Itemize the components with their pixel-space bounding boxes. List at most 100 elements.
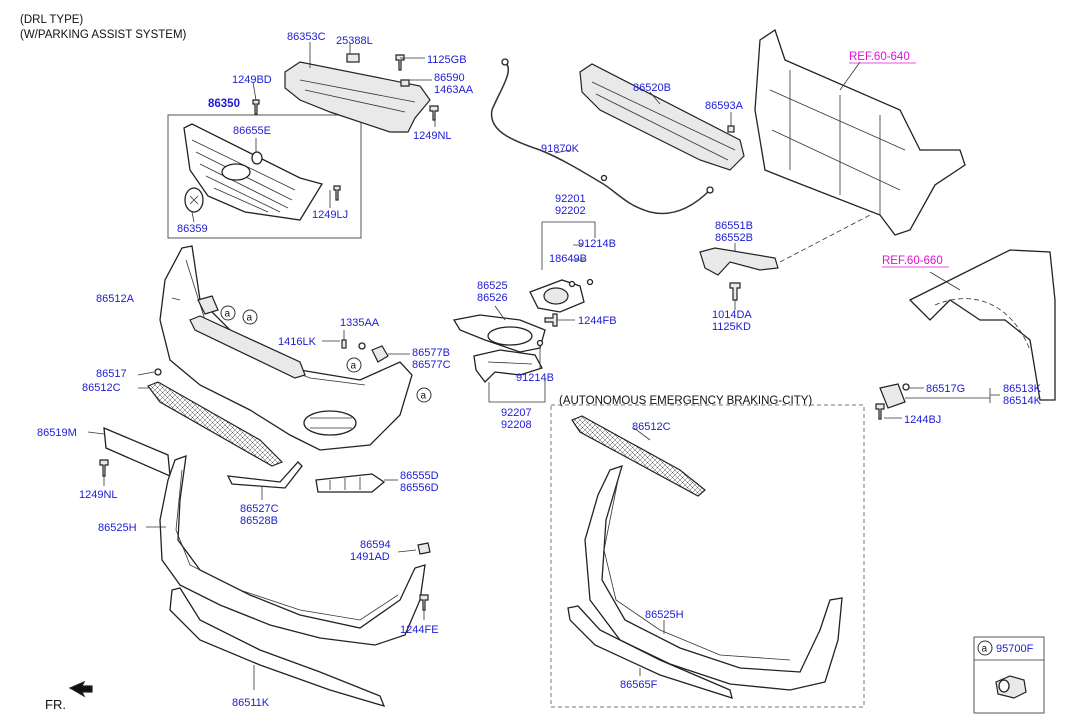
label-1249nl-bot: 1249NL xyxy=(79,489,118,501)
upper-right-components: 91870K 86520B 86593A REF.60-640 86551B 8… xyxy=(490,28,1056,426)
label-86512c-aeb: 86512C xyxy=(632,421,671,433)
lower-bumper-inner-line xyxy=(175,469,399,621)
leader-ref660 xyxy=(929,271,961,291)
drl-lens-line xyxy=(487,361,533,365)
screw-91214b-top xyxy=(586,278,594,286)
label-86517: 86517 xyxy=(96,368,127,380)
aeb-bumper-inner xyxy=(603,479,791,661)
callout-a-1 xyxy=(220,305,236,321)
label-92207: 92207 xyxy=(501,407,532,419)
license-plate-bracket xyxy=(103,426,171,478)
label-86552b: 86552B xyxy=(715,232,753,244)
bracket-dash-line xyxy=(779,214,871,263)
label-92202: 92202 xyxy=(555,205,586,217)
label-91214b-bot: 91214B xyxy=(516,372,554,384)
label-95700f: 95700F xyxy=(996,643,1034,655)
screw-1249nl-top xyxy=(429,105,439,121)
label-86527c: 86527C xyxy=(240,503,279,515)
label-86555d: 86555D xyxy=(400,470,439,482)
clip-86594 xyxy=(417,542,431,555)
front-direction-label: FR. xyxy=(45,697,66,712)
side-reflector-86513k xyxy=(879,383,906,409)
label-86525h-aeb: 86525H xyxy=(645,609,684,621)
callout-a-1-text: a xyxy=(225,309,231,320)
radiator-grille-group: 86353C 25388L 1125GB 86590 1463AA 1249BD… xyxy=(167,31,474,239)
grille-assembly-box xyxy=(167,114,362,239)
aeb-lower-grille xyxy=(571,415,706,497)
bolt-1014da xyxy=(729,282,741,301)
label-86577c: 86577C xyxy=(412,359,451,371)
harness-connector-3 xyxy=(600,174,608,182)
label-1491ad: 1491AD xyxy=(350,551,390,563)
grille-upper-cover xyxy=(284,61,431,133)
front-direction-arrow xyxy=(68,680,93,698)
clip-25388l xyxy=(346,53,360,63)
clip-86517 xyxy=(154,368,162,376)
label-91870k: 91870K xyxy=(541,143,580,155)
bolt-1244fb xyxy=(544,313,558,327)
aeb-section: (AUTONOMOUS EMERGENCY BRAKING-CITY) 8651… xyxy=(550,395,865,708)
label-1014da: 1014DA xyxy=(712,309,752,321)
label-18649b: 18649B xyxy=(549,253,587,265)
leader-86512a xyxy=(171,297,181,301)
label-1244bj: 1244BJ xyxy=(904,414,941,426)
label-86513k: 86513K xyxy=(1003,383,1042,395)
radiator-grille xyxy=(183,123,324,221)
label-86353c: 86353C xyxy=(287,31,326,43)
leader-86520b xyxy=(649,91,661,105)
label-1125gb: 1125GB xyxy=(427,54,467,66)
label-86359: 86359 xyxy=(177,223,208,235)
clip-86593a xyxy=(727,125,735,133)
label-86577b: 86577B xyxy=(412,347,450,359)
label-86556d: 86556D xyxy=(400,482,439,494)
label-1249nl-top: 1249NL xyxy=(413,130,452,142)
bolt-1244bj xyxy=(875,403,885,420)
clip-leaders xyxy=(322,330,345,342)
callout-a-2-text: a xyxy=(247,313,253,324)
aeb-title: (AUTONOMOUS EMERGENCY BRAKING-CITY) xyxy=(559,395,812,407)
carrier-frame-lines xyxy=(769,70,906,215)
bumper-bracket-86551b xyxy=(699,247,779,276)
grille-clip-86655e xyxy=(251,151,263,165)
label-86519m: 86519M xyxy=(37,427,77,439)
leader-86519m xyxy=(87,431,105,435)
label-86511k: 86511K xyxy=(232,697,270,709)
header-parking-assist: (W/PARKING ASSIST SYSTEM) xyxy=(20,29,187,41)
label-91214b-top: 91214B xyxy=(578,238,616,250)
label-92208: 92208 xyxy=(501,419,532,431)
label-86594: 86594 xyxy=(360,539,391,551)
label-1416lk: 1416LK xyxy=(278,336,317,348)
clip-1335aa xyxy=(358,342,366,350)
label-86514k: 86514K xyxy=(1003,395,1042,407)
fog-opening-lines xyxy=(310,417,352,429)
harness-connector-1 xyxy=(501,58,509,66)
emblem-h xyxy=(189,195,199,205)
absorber-ribs xyxy=(591,81,736,161)
fog-lamp-group: 92201 92202 91214B 18649B 86525 86526 12… xyxy=(452,193,617,431)
leader-86512c-aeb xyxy=(633,427,651,441)
front-bumper-group: 86512A a a a a 1335AA 1416LK 86577B 8657… xyxy=(37,245,451,712)
wiring-harness-91870k xyxy=(490,61,711,215)
parking-sensor-box: a 95700F xyxy=(973,636,1045,714)
front-fender xyxy=(908,249,1056,401)
grille-emblem-mount xyxy=(221,163,251,181)
label-1249bd: 1249BD xyxy=(232,74,272,86)
callout-a-3 xyxy=(346,357,362,373)
fog-bracket-leaders xyxy=(541,221,596,270)
grille-leaders xyxy=(191,42,436,223)
garnish-86555d xyxy=(315,473,386,493)
label-86528b: 86528B xyxy=(240,515,278,527)
callout-a-2 xyxy=(242,309,258,325)
label-86517g: 86517G xyxy=(926,383,965,395)
fog-lamp-opening xyxy=(303,410,357,436)
header-drl-type: (DRL TYPE) xyxy=(20,14,83,26)
aeb-lower-bumper xyxy=(584,464,843,691)
ref-60-640: REF.60-640 xyxy=(849,51,910,63)
label-86350: 86350 xyxy=(208,98,240,110)
sensor-box-frame xyxy=(973,636,1045,714)
fender-arch xyxy=(934,298,1031,351)
aeb-lower-lip-86565f xyxy=(567,605,733,699)
label-1125kd: 1125KD xyxy=(712,321,751,333)
leader-92207 xyxy=(488,378,546,403)
lower-lip-86511k xyxy=(169,587,386,708)
